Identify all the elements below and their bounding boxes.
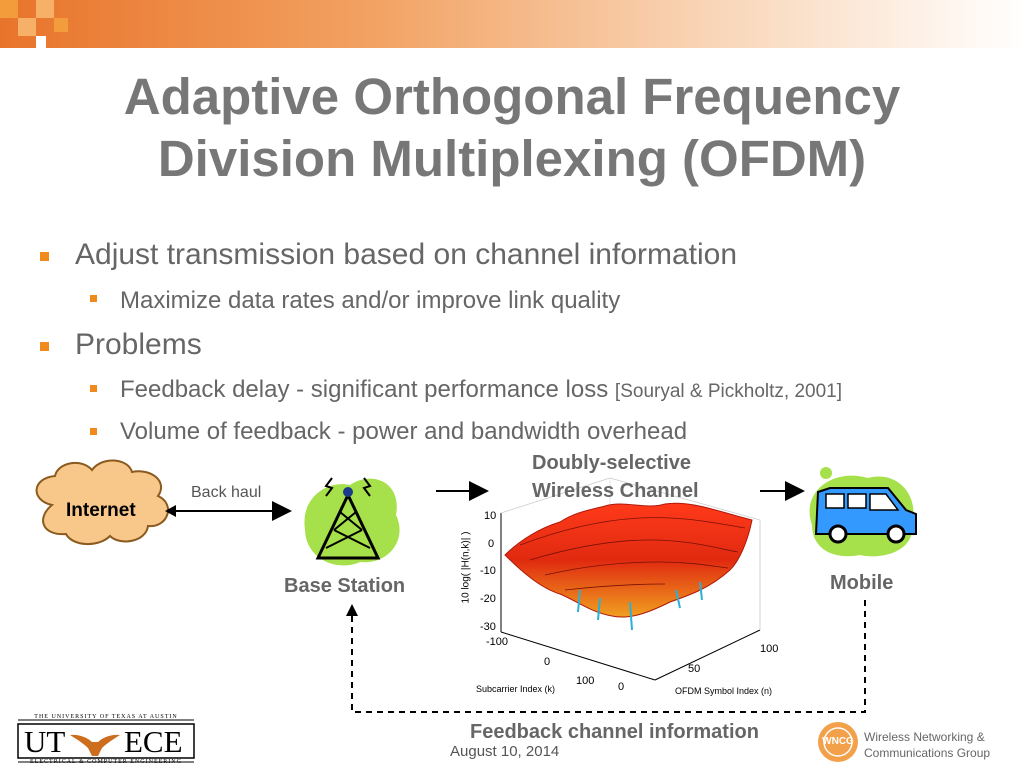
bullet-feedback-delay: Feedback delay - significant performance… bbox=[120, 376, 842, 404]
plot-z-tick: 10 bbox=[484, 510, 497, 522]
base-station-label: Base Station bbox=[284, 575, 406, 597]
plot-z-tick: -20 bbox=[480, 593, 496, 605]
plot-z-tick: -10 bbox=[480, 565, 496, 577]
internet-cloud-icon bbox=[35, 459, 169, 545]
header-square-1 bbox=[0, 0, 18, 18]
plot-zlabel: 10 log( |H(n,k)| ) bbox=[460, 531, 472, 604]
ut-text: UT bbox=[24, 724, 66, 759]
feedback-channel-path bbox=[351, 600, 866, 713]
bullet-adjust-transmission: Adjust transmission based on channel inf… bbox=[75, 238, 738, 271]
longhorn-icon bbox=[70, 734, 120, 756]
feedback-label: Feedback channel information bbox=[470, 721, 759, 743]
bullet-marker bbox=[40, 252, 49, 261]
bullet-feedback-delay-text: Feedback delay - significant performance… bbox=[120, 376, 609, 403]
mobile-van-icon bbox=[809, 467, 917, 557]
header-square-2 bbox=[18, 18, 36, 36]
bullet-marker bbox=[40, 342, 49, 351]
wncg-badge-text: WNCG bbox=[822, 736, 854, 747]
ut-top-text: THE UNIVERSITY OF TEXAS AT AUSTIN bbox=[34, 714, 178, 720]
slide-title: Adaptive Orthogonal Frequency Division M… bbox=[123, 68, 901, 187]
feedback-arrowhead bbox=[346, 604, 358, 616]
bullet-maximize-rates: Maximize data rates and/or improve link … bbox=[120, 287, 621, 314]
channel-label-line2: Wireless Channel bbox=[532, 480, 699, 502]
channel-3d-plot bbox=[500, 477, 761, 681]
bullet-problems: Problems bbox=[75, 328, 202, 361]
bullet-marker bbox=[90, 295, 97, 302]
header-square-4 bbox=[54, 18, 68, 32]
wncg-line1: Wireless Networking & bbox=[864, 730, 985, 744]
plot-n-tick: 50 bbox=[688, 663, 701, 675]
ece-text: ECE bbox=[124, 724, 183, 759]
plot-k-tick: -100 bbox=[486, 636, 509, 648]
citation: [Souryal & Pickholtz, 2001] bbox=[614, 381, 842, 402]
plot-k-tick: 0 bbox=[544, 656, 551, 668]
bullet-marker bbox=[90, 385, 97, 392]
plot-n-tick: 0 bbox=[618, 681, 625, 693]
header-square-5 bbox=[36, 36, 46, 48]
plot-z-tick: -30 bbox=[480, 621, 496, 633]
bullet-feedback-volume: Volume of feedback - power and bandwidth… bbox=[120, 418, 688, 445]
plot-xlabel: Subcarrier Index (k) bbox=[476, 684, 556, 694]
plot-k-tick: 100 bbox=[576, 675, 595, 687]
plot-ylabel: OFDM Symbol Index (n) bbox=[675, 686, 773, 696]
wncg-line2: Communications Group bbox=[864, 746, 991, 760]
base-station-tower-icon bbox=[304, 477, 400, 566]
header-square-3 bbox=[36, 0, 54, 18]
channel-surface bbox=[504, 502, 753, 618]
slide-date: August 10, 2014 bbox=[450, 743, 560, 760]
ut-ece-logo bbox=[17, 719, 195, 763]
ut-bottom-text: ELECTRICAL & COMPUTER ENGINEERING bbox=[30, 759, 182, 765]
bullet-marker bbox=[90, 428, 97, 435]
backhaul-label: Back haul bbox=[191, 484, 262, 501]
channel-label-line1: Doubly-selective bbox=[532, 452, 691, 474]
mobile-label: Mobile bbox=[830, 572, 894, 594]
wncg-logo bbox=[818, 722, 858, 762]
internet-label: Internet bbox=[66, 500, 136, 521]
backhaul-arrowhead-left bbox=[165, 505, 176, 517]
plot-n-tick: 100 bbox=[760, 643, 779, 655]
header-gradient-bar bbox=[0, 0, 1024, 48]
plot-z-tick: 0 bbox=[488, 538, 495, 550]
